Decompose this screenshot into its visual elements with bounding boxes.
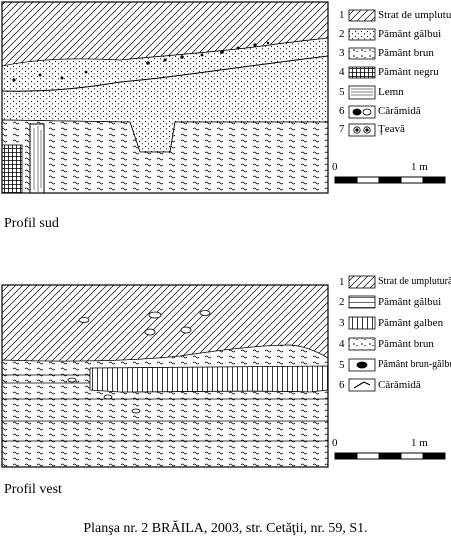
legend-swatch-brown (348, 337, 376, 351)
south-brown-inclusions (12, 41, 270, 82)
legend-swatch-dots (348, 28, 376, 41)
south-brown-soil-line (1, 55, 329, 92)
legend-swatch-brick (348, 378, 376, 392)
south-wood-grain (33, 126, 42, 192)
west-legend-swatches (348, 275, 376, 392)
legend-swatch-hatch (348, 9, 376, 22)
west-section-border (1, 284, 329, 468)
south-legend-swatches (348, 9, 376, 137)
legend-label: Strat de umplutură (378, 9, 451, 21)
legend-label: Strat de umplutură (378, 276, 451, 287)
legend-swatch-hatch (348, 275, 376, 289)
legend-label: Pământ brun-gălbui (378, 359, 451, 370)
scale-end-label: 1 m (411, 161, 428, 173)
south-section-drawing (1, 1, 329, 194)
scale-end-label: 1 m (411, 437, 428, 449)
legend-number: 3 (339, 317, 345, 329)
legend-label: Cărămidă (378, 379, 421, 391)
legend-number: 4 (339, 66, 345, 78)
legend-swatch-grid (348, 66, 376, 79)
legend-number: 2 (339, 28, 345, 40)
legend-label: Pământ brun (378, 47, 434, 59)
legend-label: Pământ negru (378, 66, 439, 78)
west-brick-inclusions (67, 310, 211, 414)
scale-start-label: 0 (332, 161, 338, 173)
plate-caption: Planşa nr. 2 BRĂILA, 2003, str. Cetăţii,… (83, 521, 368, 536)
legend-label: Pământ gălbui (378, 28, 442, 40)
legend-label: Pământ gălbui (378, 296, 442, 308)
legend-label: Lemn (378, 86, 404, 98)
south-section-border (1, 1, 329, 194)
south-scale-bar (334, 176, 446, 184)
legend-number: 6 (339, 105, 345, 117)
legend-swatch-pipe (348, 123, 376, 137)
legend-number: 1 (339, 9, 345, 21)
west-yellowish-band (1, 344, 329, 468)
legend-number: 5 (339, 86, 345, 98)
legend-number: 4 (339, 338, 345, 350)
legend-number: 6 (339, 379, 345, 391)
legend-swatch-wood (348, 85, 376, 100)
legend-number: 2 (339, 296, 345, 308)
legend-number: 3 (339, 47, 345, 59)
south-black-soil-block (1, 144, 23, 194)
west-scale-bar (334, 452, 446, 460)
west-horizontal-lines (2, 374, 328, 442)
legend-swatch-vlines (348, 316, 376, 330)
legend-number: 7 (339, 123, 345, 135)
legend-swatch-brick (348, 105, 376, 119)
south-profile-label: Profil sud (4, 216, 59, 231)
legend-number: 1 (339, 276, 345, 288)
legend-number: 5 (339, 359, 345, 371)
legend-swatch-hlines (348, 295, 376, 309)
south-wood-post (29, 123, 45, 194)
legend-swatch-brownish (348, 358, 376, 372)
legend-label: Ţeavă (378, 123, 405, 135)
west-section-drawing (1, 284, 329, 468)
west-yellow-band (89, 365, 329, 393)
scale-start-label: 0 (332, 437, 338, 449)
legend-label: Pământ galben (378, 317, 444, 329)
legend-swatch-brown (348, 47, 376, 60)
legend-label: Pământ brun (378, 338, 434, 350)
legend-label: Cărămidă (378, 105, 421, 117)
west-profile-label: Profil vest (4, 482, 62, 497)
